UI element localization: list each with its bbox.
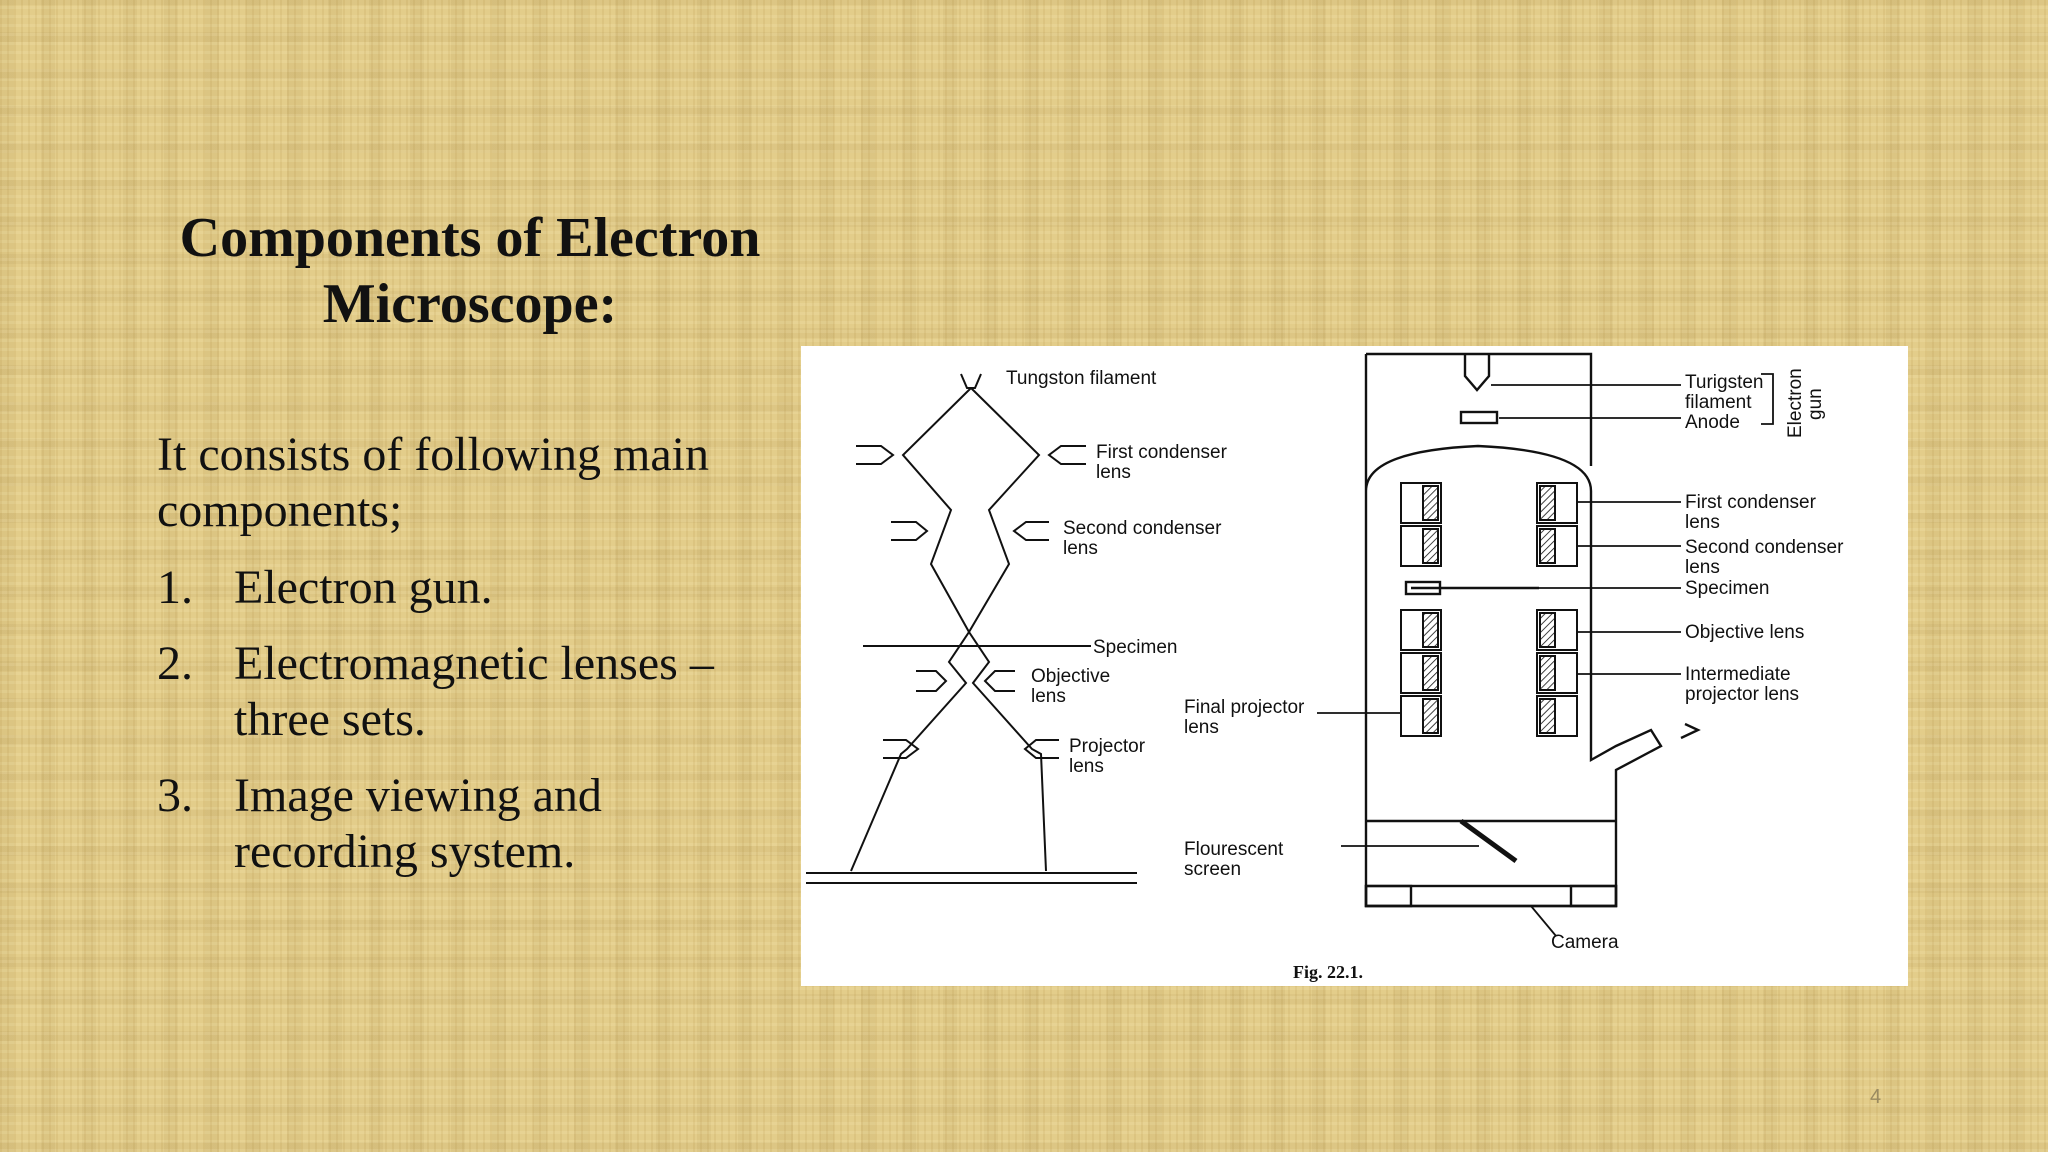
ray-diagram [806, 373, 1137, 884]
column-labels: Turigsten filament Anode Electron gun Fi… [1551, 368, 1844, 953]
label-second-condenser-lens: lens [1063, 538, 1098, 559]
label-second-condenser: Second condenser [1063, 518, 1222, 539]
camera-window-right [1569, 884, 1618, 908]
objective-right-icon [983, 670, 1015, 692]
label-first-condenser: First condenser [1096, 442, 1228, 463]
label-fluorescent: Flourescent [1184, 839, 1284, 860]
right-leader-lines [1317, 373, 1774, 937]
label-final-projector-lens: lens [1184, 717, 1219, 738]
label-tungsten-filament: Tungston filament [1006, 368, 1157, 389]
label-first-condenser-lens: lens [1096, 462, 1131, 483]
list-item-number: 2. [157, 637, 193, 690]
intro-text: It consists of following main components… [157, 428, 709, 537]
microscope-diagram: Tungston filament First condenser lens S… [801, 346, 1908, 986]
list-item-number: 3. [157, 769, 193, 822]
objective-left-icon [916, 670, 948, 692]
label-camera: Camera [1551, 932, 1619, 953]
lens-stacks [1400, 482, 1578, 737]
components-list: 1. Electron gun. 2. Electromagnetic lens… [157, 560, 797, 900]
first-condenser-right-icon [1047, 445, 1086, 465]
list-item-text: Electromagnetic lenses – three sets. [234, 637, 714, 746]
label-objective: Objective [1031, 666, 1110, 687]
label-final-projector: Final projector [1184, 697, 1305, 718]
label-specimen-right: Specimen [1685, 578, 1770, 599]
page-number: 4 [1870, 1086, 1882, 1108]
list-item: 1. Electron gun. [157, 560, 797, 616]
label-intermediate: Intermediate [1685, 664, 1791, 685]
left-lens-stack [1400, 482, 1442, 737]
label-tungsten: Turigsten [1685, 372, 1764, 393]
label-projector-lens: lens [1069, 756, 1104, 777]
projector-right-icon [1023, 739, 1059, 759]
label-intermediate-projector: projector lens [1685, 684, 1799, 705]
label-second-condenser-right: Second condenser [1685, 537, 1844, 558]
fluorescent-screen-icon [1459, 818, 1518, 864]
slide-title: Components of Electron Microscope: [120, 205, 820, 337]
list-item: 2. Electromagnetic lenses – three sets. [157, 636, 797, 748]
label-fluorescent-screen: screen [1184, 859, 1241, 880]
label-first-condenser-lens-right: lens [1685, 512, 1720, 533]
label-specimen: Specimen [1093, 637, 1178, 658]
label-projector: Projector [1069, 736, 1146, 757]
microscope-column [1364, 352, 1701, 908]
list-item-number: 1. [157, 561, 193, 614]
label-tungsten-filament-right: filament [1685, 392, 1752, 413]
camera-window-left [1364, 884, 1413, 908]
filament-icon [960, 373, 982, 389]
label-second-condenser-lens-right: lens [1685, 557, 1720, 578]
anode-icon [1459, 410, 1499, 425]
ray-diagram-labels: Tungston filament First condenser lens S… [1006, 368, 1228, 777]
viewing-port-icon [1680, 722, 1701, 740]
second-condenser-left-icon [891, 521, 929, 541]
label-objective-lens-right: Objective lens [1685, 622, 1804, 643]
label-objective-lens: lens [1031, 686, 1066, 707]
list-item-text: Image viewing and recording system. [234, 769, 602, 878]
second-condenser-right-icon [1012, 521, 1049, 541]
label-anode: Anode [1685, 412, 1740, 433]
list-item-text: Electron gun. [234, 561, 493, 614]
right-lens-stack [1536, 482, 1578, 737]
electron-gun-icon [1463, 354, 1491, 392]
middle-labels: Final projector lens Flourescent screen [1184, 697, 1305, 880]
ray-path-left [850, 387, 972, 872]
diagram-svg: Tungston filament First condenser lens S… [806, 352, 1844, 982]
column-body [1364, 354, 1663, 908]
label-first-condenser-right: First condenser [1685, 492, 1817, 513]
ray-path-right [967, 387, 1047, 872]
projector-left-icon [883, 739, 920, 759]
list-item: 3. Image viewing and recording system. [157, 768, 797, 880]
title-line-1: Components of Electron [179, 207, 761, 269]
label-electron: Electron [1785, 368, 1806, 438]
figure-caption: Fig. 22.1. [1293, 962, 1363, 982]
first-condenser-left-icon [856, 445, 895, 465]
title-line-2: Microscope: [322, 273, 618, 335]
label-gun: gun [1805, 388, 1826, 420]
